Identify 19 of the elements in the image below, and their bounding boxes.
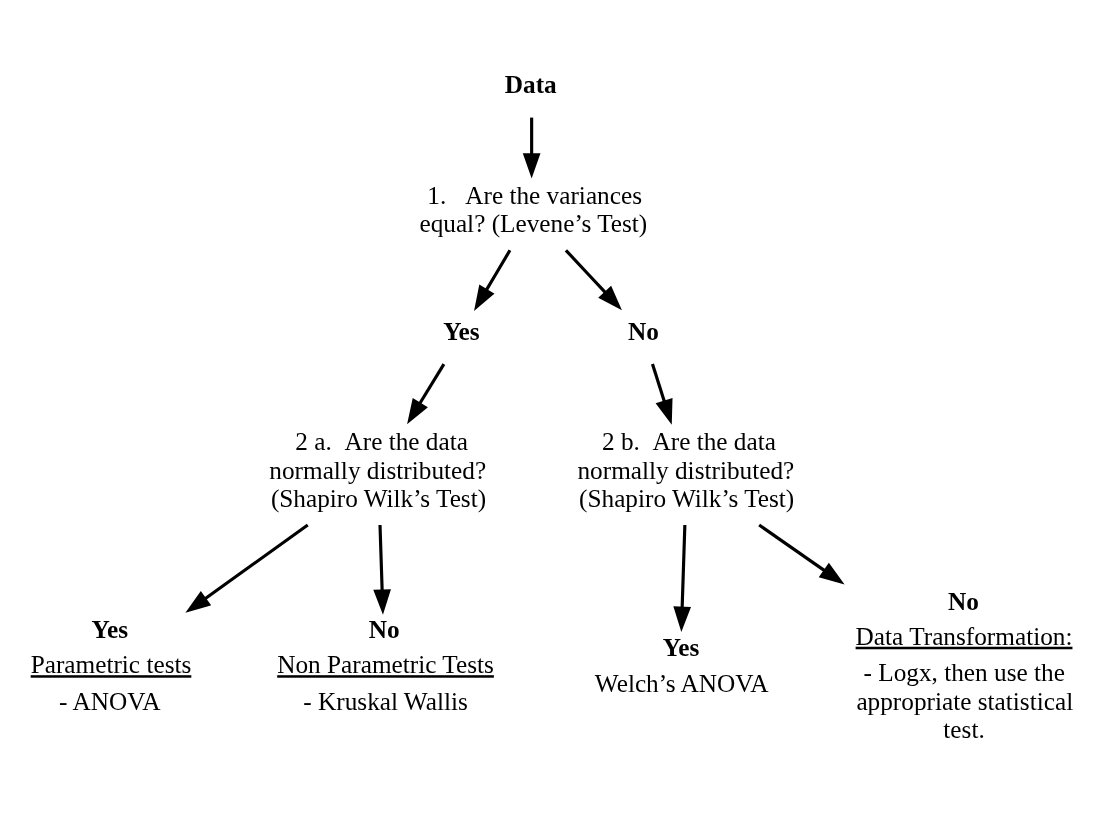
node-text: Data: [504, 69, 557, 98]
arrow: [758, 523, 845, 585]
arrow: [650, 363, 673, 425]
node-text: 2 b. Are the data normally distributed? (Shapiro Wilk’s Test): [577, 426, 795, 512]
node-text: Yes Welch’s ANOVA: [594, 632, 769, 697]
arrow: [373, 524, 391, 615]
node-text: Yes: [443, 316, 480, 345]
node-text: No Data Transformation: - Logx, then use the appropriate statistical test.: [855, 586, 1074, 743]
arrow: [185, 523, 309, 613]
arrow: [564, 248, 622, 310]
arrow: [522, 117, 541, 179]
node-text: Yes Parametric tests - ANOVA: [30, 614, 192, 715]
node-text: 2 a. Are the data normally distributed? (Shapiro Wilk’s Test): [269, 426, 487, 512]
node-text: 1. Are the variances equal? (Levene’s Test): [419, 180, 648, 237]
arrow: [673, 524, 692, 632]
arrow: [407, 362, 446, 424]
node-text: No: [628, 316, 659, 345]
arrow: [474, 249, 512, 311]
node-text: No Non Parametric Tests - Kruskal Wallis: [277, 614, 494, 715]
